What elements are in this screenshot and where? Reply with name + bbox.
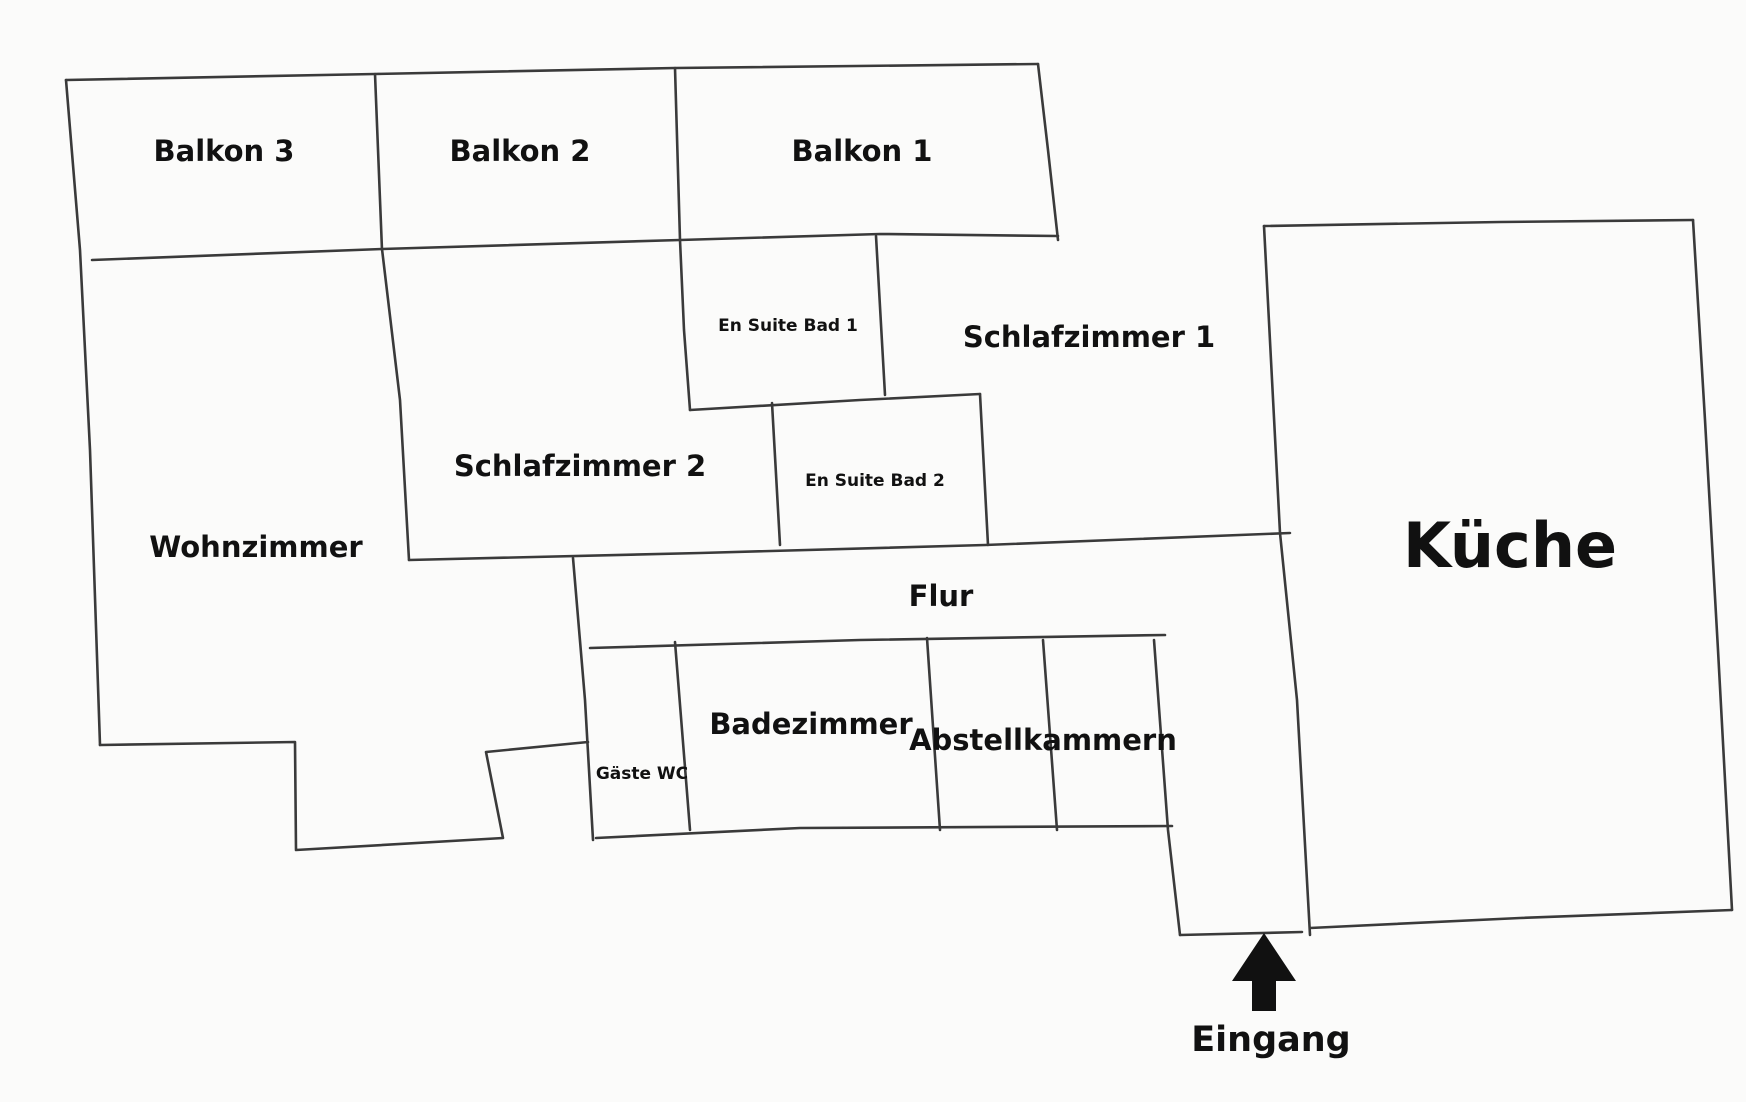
- wall-flur-left: [571, 556, 595, 842]
- wall-kitchen-right: [1691, 218, 1734, 912]
- wall-bottom-left-outline: [98, 740, 590, 852]
- wall-en-suite-1-bottom: [688, 392, 982, 412]
- label-schlafzimmer-2: Schlafzimmer 2: [454, 449, 706, 483]
- label-balkon-1: Balkon 1: [792, 134, 933, 168]
- wall-balcony-3-2-divider: [373, 72, 384, 252]
- wall-en-suite-1-right: [874, 234, 887, 397]
- wall-kitchen-left: [1262, 224, 1312, 937]
- wall-abstell-divider: [1041, 638, 1059, 832]
- label-kueche: Küche: [1403, 509, 1617, 582]
- label-balkon-3: Balkon 3: [154, 134, 295, 168]
- label-flur: Flur: [909, 579, 974, 613]
- wall-en-suite-2-left: [770, 401, 782, 547]
- wall-bath-block-bottom: [594, 824, 1174, 840]
- label-abstellkammern: Abstellkammern: [909, 723, 1177, 757]
- wall-en-suite-2-right: [978, 392, 990, 547]
- wall-top-balconies: [64, 62, 1040, 82]
- wall-kitchen-bottom: [1308, 908, 1734, 930]
- wall-badezimmer-abstell-divider: [925, 636, 942, 832]
- label-balkon-2: Balkon 2: [450, 134, 591, 168]
- wall-en-suite-1-left: [678, 238, 692, 412]
- walls: [64, 62, 1734, 937]
- label-wohnzimmer: Wohnzimmer: [149, 530, 363, 564]
- label-gaeste-wc: Gäste WC: [596, 764, 688, 784]
- label-en-suite-bad-1: En Suite Bad 1: [718, 316, 858, 336]
- room-labels: Balkon 3 Balkon 2 Balkon 1 En Suite Bad …: [149, 134, 1617, 1060]
- wall-entrance-threshold: [1178, 930, 1304, 937]
- wall-bedrooms-bottom: [407, 531, 1292, 562]
- wall-balconies-bottom: [90, 232, 1060, 262]
- label-en-suite-bad-2: En Suite Bad 2: [805, 471, 945, 491]
- label-badezimmer: Badezimmer: [709, 707, 913, 741]
- label-eingang: Eingang: [1191, 1020, 1350, 1060]
- entrance-arrow: [1232, 933, 1296, 1011]
- label-schlafzimmer-1: Schlafzimmer 1: [963, 320, 1215, 354]
- wall-gaeste-wc-badezimmer-divider: [673, 640, 692, 832]
- wall-balcony-2-1-divider: [673, 66, 682, 242]
- wall-balcony-1-right: [1036, 62, 1060, 242]
- wall-schlafzimmer-2-left: [380, 247, 411, 562]
- wall-bath-block-top: [588, 633, 1167, 650]
- wall-left-outer: [64, 78, 102, 747]
- wall-kitchen-top: [1262, 218, 1695, 228]
- wall-corridor-right: [1152, 638, 1182, 937]
- arrow-up-icon: [1232, 933, 1296, 1011]
